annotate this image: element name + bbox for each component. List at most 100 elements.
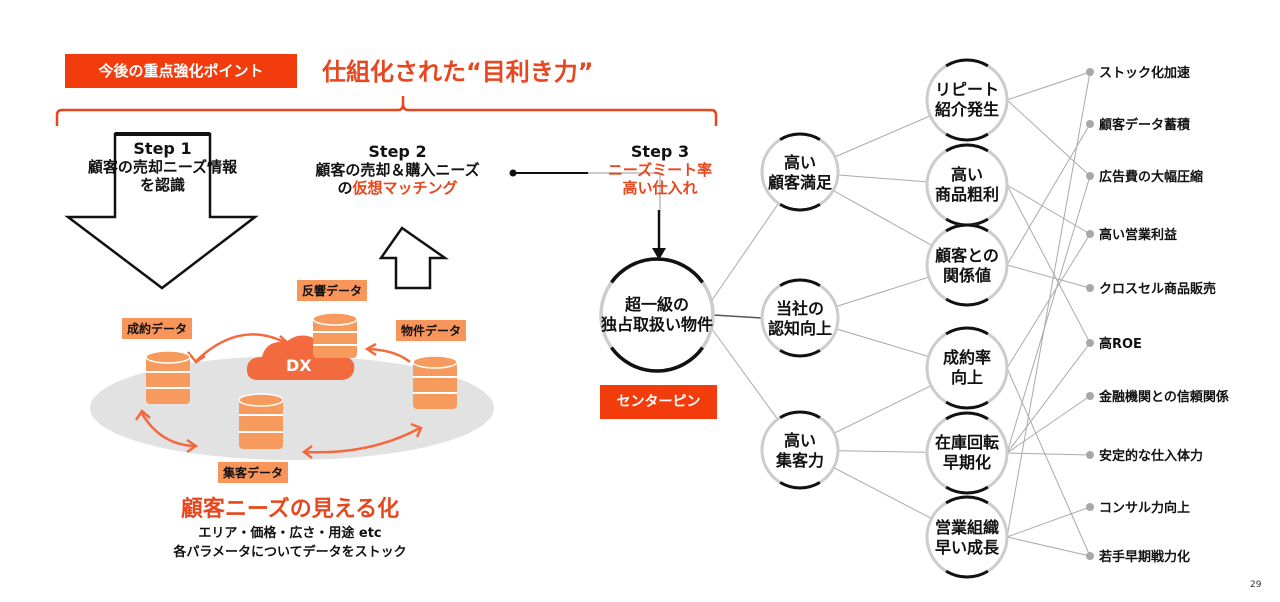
step-1-line1: 顧客の売却ニーズ情報	[87, 158, 238, 176]
edge-s6-outcome-9	[1006, 506, 1091, 538]
page-number: 29	[1250, 580, 1262, 590]
center-node-bottom-arc	[610, 346, 704, 373]
secondary-node-1-line1: リピート	[934, 80, 999, 99]
step-1: Step 1 顧客の売却ニーズ情報 を認識	[60, 139, 265, 195]
label-contract-data: 成約データ	[122, 318, 193, 339]
secondary-node-4: 成約率 向上	[925, 348, 1009, 388]
secondary-node-3-line1: 顧客との	[935, 246, 999, 265]
edge-s1-outcome-3	[1006, 99, 1091, 177]
visualization-block: 顧客ニーズの見える化 エリア・価格・広さ・用途 etc 各パラメータについてデー…	[130, 496, 450, 562]
secondary-node-circle-6-bottom-arc	[945, 569, 989, 579]
secondary-node-2: 高い 商品粗利	[925, 165, 1009, 205]
secondary-node-6: 営業組織 早い成長	[925, 518, 1009, 558]
step-2-line2: の	[337, 179, 353, 197]
edge-s5-outcome-3	[1006, 175, 1091, 454]
center-node-top-arc	[610, 257, 704, 284]
outcome-1: ストック化加速	[1099, 66, 1191, 81]
primary-node-circle-3-bottom-arc	[779, 481, 821, 490]
outcome-3: 広告費の大幅圧縮	[1099, 170, 1204, 185]
secondary-node-circle-5-bottom-arc	[945, 485, 989, 495]
outcome-4: 高い営業利益	[1099, 228, 1178, 243]
visualization-line1: エリア・価格・広さ・用途 etc	[198, 526, 382, 541]
outcome-10: 若手早期戦力化	[1099, 550, 1191, 565]
outcome-7: 金融機関との信頼関係	[1099, 390, 1229, 405]
secondary-node-2-line1: 高い	[950, 165, 983, 184]
database-icon-contract	[145, 350, 191, 406]
secondary-node-2-line2: 商品粗利	[934, 185, 999, 204]
edge-s3-outcome-2	[1006, 123, 1091, 266]
edge-s5-outcome-6	[1006, 342, 1091, 454]
label-response-data: 反響データ	[297, 280, 368, 301]
edge-s1-outcome-1	[1006, 71, 1091, 101]
step-2-line1: 顧客の売却＆購入ニーズ	[315, 161, 480, 179]
step-3-line2: 高い仕入れ	[622, 179, 698, 197]
focus-points-badge: 今後の重点強化ポイント	[65, 54, 297, 88]
secondary-node-circle-3-bottom-arc	[945, 297, 989, 307]
secondary-node-3-line2: 関係値	[942, 266, 991, 285]
secondary-node-circle-4-top-arc	[945, 326, 989, 336]
outcome-5: クロスセル商品販売	[1099, 282, 1217, 297]
secondary-node-circle-3-top-arc	[945, 223, 989, 233]
secondary-node-circle-6-top-arc	[945, 495, 989, 505]
step-3-line1: ニーズミート率	[607, 161, 713, 179]
data-platform-ellipse	[90, 356, 494, 460]
page-title: 仕組化された“目利き力”	[322, 58, 594, 86]
edge-s6-outcome-1	[1006, 71, 1091, 538]
primary-node-3-line1: 高い	[783, 431, 816, 450]
step-2-accent: 仮想マッチング	[352, 179, 458, 197]
visualization-title: 顧客ニーズの見える化	[180, 497, 400, 522]
edge-s2-outcome-6	[1006, 184, 1091, 344]
edge-s2-outcome-4	[1006, 184, 1091, 235]
database-icon-acquisition	[238, 393, 284, 451]
label-property-data: 物件データ	[396, 320, 467, 341]
outcome-dot-1	[1086, 68, 1094, 76]
primary-node-circle-1-bottom-arc	[779, 203, 821, 212]
database-icon-property	[412, 355, 458, 411]
step-2-label: Step 2	[368, 142, 427, 161]
outcome-dot-4	[1086, 230, 1094, 238]
center-line2: 独占取扱い物件	[600, 315, 713, 334]
primary-node-circle-2-bottom-arc	[779, 349, 821, 358]
secondary-node-circle-4-bottom-arc	[945, 400, 989, 410]
edge-s6-outcome-10	[1006, 536, 1091, 557]
secondary-node-6-line2: 早い成長	[934, 538, 999, 557]
outcome-dot-6	[1086, 339, 1094, 347]
outcome-2: 顧客データ蓄積	[1099, 118, 1191, 133]
center-pin-badge: センターピン	[600, 385, 717, 419]
secondary-node-5: 在庫回転 早期化	[925, 433, 1009, 473]
primary-node-circle-1-top-arc	[779, 132, 821, 141]
down-arrow	[64, 132, 259, 290]
outcome-dot-8	[1086, 451, 1094, 459]
step-3-label: Step 3	[630, 142, 690, 161]
step-1-label: Step 1	[133, 139, 192, 158]
secondary-node-circle-1-bottom-arc	[945, 132, 989, 142]
secondary-node-3: 顧客との 関係値	[925, 246, 1009, 286]
center-line1: 超一級の	[624, 295, 689, 314]
primary-node-circle-2-top-arc	[779, 278, 821, 287]
primary-node-2-line2: 認知向上	[767, 319, 832, 338]
up-arrow	[378, 226, 449, 290]
primary-node-2-line1: 当社の	[775, 299, 824, 318]
secondary-node-circle-1-top-arc	[945, 58, 989, 68]
edge-s3-outcome-5	[1006, 264, 1091, 289]
primary-node-2: 当社の 認知向上	[760, 299, 840, 339]
secondary-node-4-line2: 向上	[950, 368, 983, 387]
primary-node-1-line1: 高い	[783, 153, 816, 172]
secondary-node-1: リピート 紹介発生	[925, 80, 1009, 120]
outcome-9: コンサル力向上	[1099, 501, 1191, 516]
outcome-dot-9	[1086, 503, 1094, 511]
dx-label: DX	[286, 356, 312, 375]
outcome-dot-2	[1086, 120, 1094, 128]
outcome-dot-3	[1086, 172, 1094, 180]
outcome-dot-5	[1086, 284, 1094, 292]
step-1-line2: を認識	[139, 176, 185, 194]
edge-s5-outcome-8	[1006, 452, 1091, 456]
secondary-node-6-line1: 営業組織	[934, 518, 999, 537]
secondary-node-circle-2-top-arc	[945, 143, 989, 153]
outcome-6: 高ROE	[1099, 337, 1142, 352]
visualization-line2: 各パラメータについてデータをストック	[173, 545, 407, 560]
primary-node-3: 高い 集客力	[760, 431, 840, 471]
primary-node-3-line2: 集客力	[775, 451, 824, 470]
